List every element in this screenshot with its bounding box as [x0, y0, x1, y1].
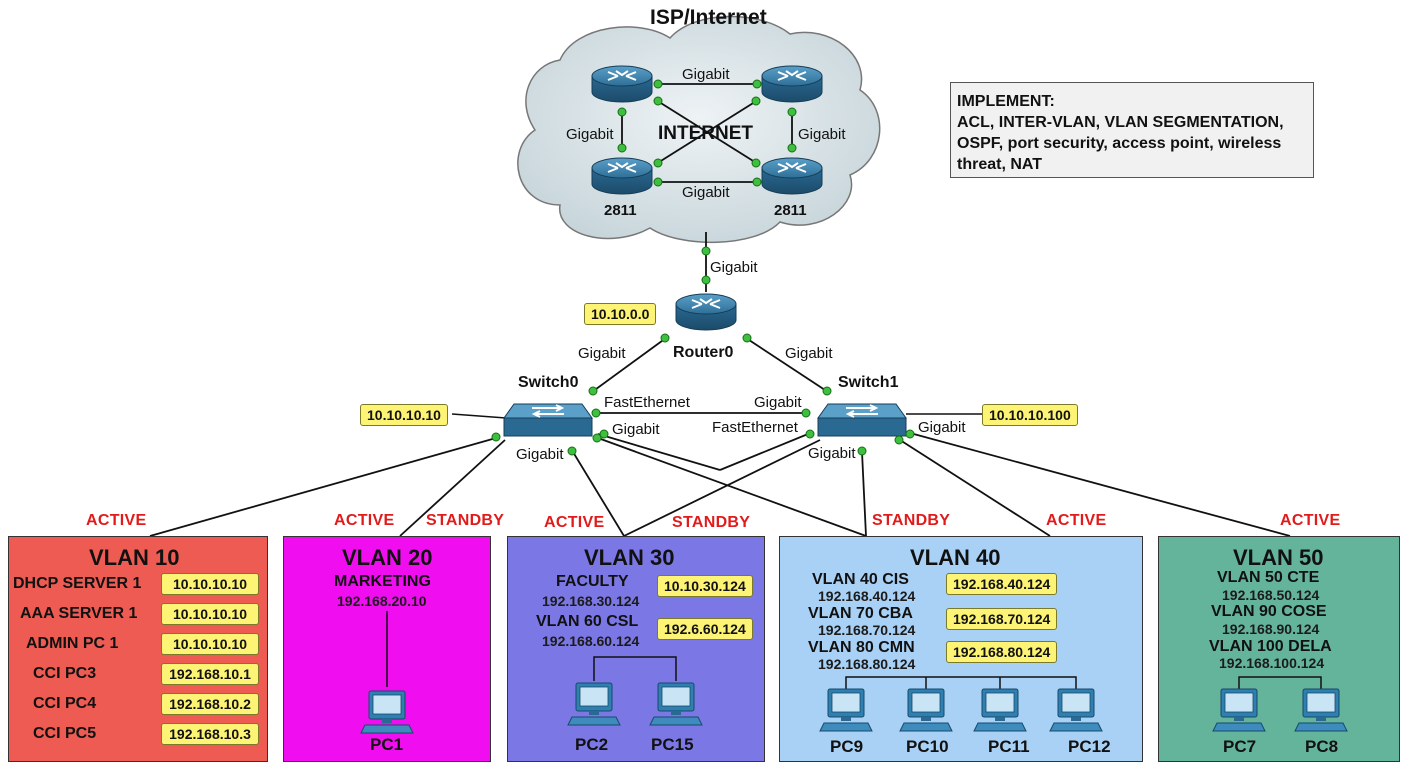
vlan10-row-ip: 10.10.10.10 [161, 603, 259, 625]
vlan40-badge: 192.168.70.124 [946, 608, 1058, 630]
status-vlan40-active: ACTIVE [1046, 512, 1107, 529]
vlan10-row-name: CCI PC3 [33, 665, 97, 682]
switch0-fe-label: FastEthernet [604, 394, 690, 411]
vlan10-row-name: DHCP SERVER 1 [13, 575, 142, 592]
vlan40-badge: 192.168.40.124 [946, 573, 1058, 595]
vlan10-row-ip: 10.10.10.10 [161, 573, 259, 595]
switch1-gig-top-label: Gigabit [754, 394, 802, 411]
implement-note: IMPLEMENT: ACL, INTER-VLAN, VLAN SEGMENT… [950, 82, 1314, 178]
switch0-gig-label-2: Gigabit [516, 446, 564, 463]
vlan20-title: VLAN 20 [342, 545, 433, 570]
vlan30-wiring [567, 656, 703, 726]
vlan40-row-name: VLAN 70 CBA [808, 605, 913, 622]
vlan50-panel: VLAN 50 VLAN 50 CTE 192.168.50.124 VLAN … [1158, 536, 1400, 762]
switch1-label[interactable]: Switch1 [838, 374, 899, 391]
vlan10-row-ip: 192.168.10.3 [161, 723, 259, 745]
vlan20-wiring [360, 611, 414, 734]
switch1-gig-label-1: Gigabit [808, 445, 856, 462]
pc-label[interactable]: PC7 [1223, 737, 1257, 756]
switch0-ip-badge: 10.10.10.10 [360, 404, 448, 426]
vlan10-row-ip: 192.168.10.1 [161, 663, 259, 685]
router0-link-right-label: Gigabit [785, 345, 833, 362]
switch1-gig-label-2: Gigabit [918, 419, 966, 436]
vlan10-row-name: CCI PC5 [33, 725, 97, 742]
pc-label[interactable]: PC1 [370, 735, 404, 754]
router0-label[interactable]: Router0 [673, 344, 734, 361]
status-vlan20-standby: STANDBY [426, 512, 505, 529]
switch0-gig-label-1: Gigabit [612, 421, 660, 438]
vlan10-panel: VLAN 10 DHCP SERVER 1 AAA SERVER 1 ADMIN… [8, 536, 268, 762]
vlan30-dept-csl: VLAN 60 CSL [536, 613, 639, 630]
pc-label[interactable]: PC11 [988, 737, 1030, 756]
vlan50-title: VLAN 50 [1233, 545, 1324, 570]
router-model-right: 2811 [774, 202, 807, 219]
vlan30-badge-csl: 192.6.60.124 [657, 618, 753, 640]
pc-label[interactable]: PC8 [1305, 737, 1339, 756]
vlan40-badge: 192.168.80.124 [946, 641, 1058, 663]
vlan40-title: VLAN 40 [910, 545, 1001, 570]
implement-line-3: threat, NAT [957, 156, 1043, 173]
vlan30-panel: VLAN 30 FACULTY 192.168.30.124 10.10.30.… [507, 536, 765, 762]
internet-label: INTERNET [658, 123, 753, 144]
pc-label[interactable]: PC10 [906, 737, 949, 756]
vlan10-row-ip: 192.168.10.2 [161, 693, 259, 715]
vlan20-panel: VLAN 20 MARKETING 192.168.20.10 PC1 [283, 536, 491, 762]
status-vlan40-standby: STANDBY [872, 512, 951, 529]
status-vlan10: ACTIVE [86, 512, 147, 529]
vlan20-ip: 192.168.20.10 [337, 593, 427, 609]
vlan40-row-name: VLAN 40 CIS [812, 571, 909, 588]
status-vlan20-active: ACTIVE [334, 512, 395, 529]
link-label-top: Gigabit [682, 66, 730, 83]
pc-label[interactable]: PC2 [575, 735, 609, 754]
link-label-right: Gigabit [798, 126, 846, 143]
vlan50-row-ip: 192.168.100.124 [1219, 655, 1325, 671]
vlan40-row-ip: 192.168.80.124 [818, 656, 916, 672]
switch0-label[interactable]: Switch0 [518, 374, 579, 391]
vlan50-wiring [1212, 676, 1348, 732]
status-vlan30-active: ACTIVE [544, 514, 605, 531]
link-label-bottom: Gigabit [682, 184, 730, 201]
vlan40-wiring [819, 676, 1103, 732]
status-vlan30-standby: STANDBY [672, 514, 751, 531]
implement-line-2: OSPF, port security, access point, wirel… [957, 135, 1282, 152]
switch1-ip-badge: 10.10.10.100 [982, 404, 1078, 426]
implement-line-1: ACL, INTER-VLAN, VLAN SEGMENTATION, [957, 114, 1284, 131]
vlan10-row-name: ADMIN PC 1 [26, 635, 119, 652]
vlan40-row-ip: 192.168.40.124 [818, 588, 916, 604]
vlan30-title: VLAN 30 [584, 545, 675, 570]
vlan20-dept: MARKETING [334, 573, 431, 590]
vlan50-row-name: VLAN 90 COSE [1211, 603, 1327, 620]
router-model-left: 2811 [604, 202, 637, 219]
switch1-fe-label: FastEthernet [712, 419, 798, 436]
pc-label[interactable]: PC15 [651, 735, 694, 754]
vlan30-ip-csl: 192.168.60.124 [542, 633, 640, 649]
vlan10-row-name: AAA SERVER 1 [20, 605, 138, 622]
vlan50-row-ip: 192.168.90.124 [1222, 621, 1320, 637]
vlan10-row-name: CCI PC4 [33, 695, 97, 712]
router0-link-left-label: Gigabit [578, 345, 626, 362]
page-title: ISP/Internet [650, 6, 767, 29]
vlan40-row-ip: 192.168.70.124 [818, 622, 916, 638]
status-vlan50-active: ACTIVE [1280, 512, 1341, 529]
router0-ip-badge: 10.10.0.0 [584, 303, 657, 325]
pc-label[interactable]: PC9 [830, 737, 864, 756]
pc-label[interactable]: PC12 [1068, 737, 1111, 756]
vlan40-row-name: VLAN 80 CMN [808, 639, 915, 656]
link-label-left: Gigabit [566, 126, 614, 143]
vlan50-row-ip: 192.168.50.124 [1222, 587, 1320, 603]
vlan30-badge-faculty: 10.10.30.124 [657, 575, 753, 597]
vlan50-row-name: VLAN 100 DELA [1209, 638, 1332, 655]
vlan10-row-ip: 10.10.10.10 [161, 633, 259, 655]
vlan50-row-name: VLAN 50 CTE [1217, 569, 1320, 586]
implement-heading: IMPLEMENT: [957, 93, 1055, 110]
vlan40-panel: VLAN 40 VLAN 40 CIS 192.168.40.124 VLAN … [779, 536, 1143, 762]
router0-uplink-label: Gigabit [710, 259, 758, 276]
vlan10-title: VLAN 10 [89, 545, 180, 570]
vlan30-dept-faculty: FACULTY [556, 573, 629, 590]
vlan30-ip-faculty: 192.168.30.124 [542, 593, 640, 609]
